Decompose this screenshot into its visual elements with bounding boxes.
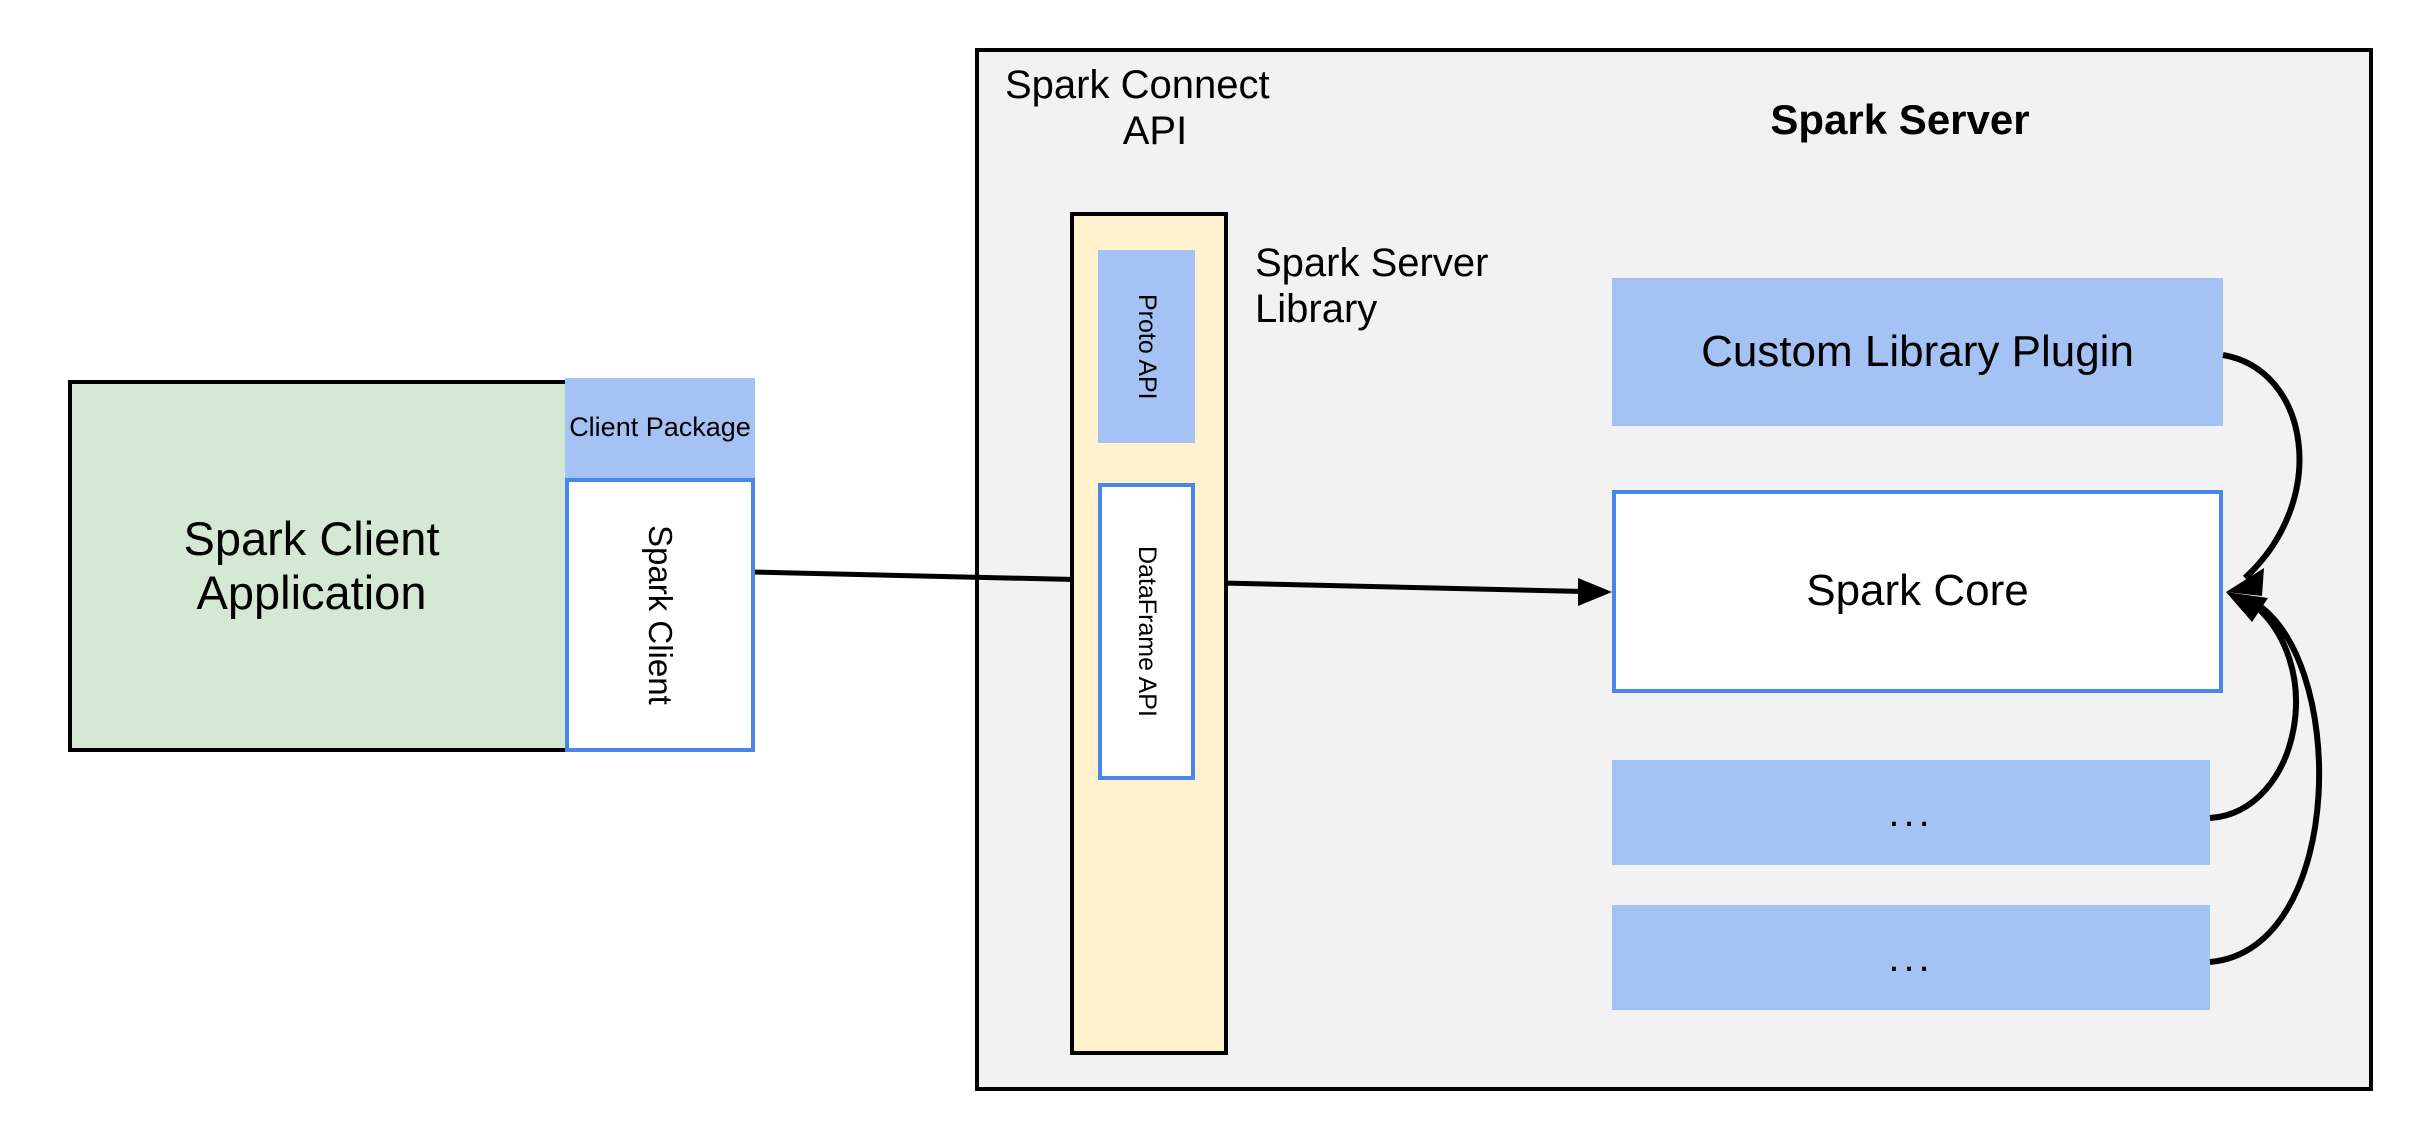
spark-server-title: Spark Server: [1770, 95, 2030, 143]
placeholder-box-1-label: ...: [1888, 790, 1934, 835]
placeholder-box-1[interactable]: ...: [1612, 760, 2210, 865]
spark-client-application-label: Spark Client Application: [183, 511, 440, 619]
client-package-box[interactable]: Client Package: [565, 378, 755, 478]
spark-client-application-box[interactable]: Spark Client Application: [68, 380, 595, 752]
spark-connect-api-label-line1: Spark Connect: [1005, 63, 1270, 107]
spark-core-label: Spark Core: [1806, 566, 2029, 616]
proto-api-label: Proto API: [1132, 293, 1161, 400]
placeholder-box-2[interactable]: ...: [1612, 905, 2210, 1010]
spark-core-box[interactable]: Spark Core: [1612, 490, 2223, 693]
spark-client-label: Spark Client: [641, 525, 679, 705]
dataframe-api-box[interactable]: DataFrame API: [1098, 483, 1195, 780]
custom-library-plugin-label: Custom Library Plugin: [1701, 326, 2134, 376]
spark-connect-api-label-line2: API: [1122, 109, 1188, 153]
proto-api-box[interactable]: Proto API: [1098, 250, 1195, 443]
spark-server-library-label-line2: Library: [1255, 287, 1378, 331]
client-package-label: Client Package: [569, 412, 751, 443]
spark-connect-api-label: Spark Connect API: [1005, 62, 1305, 172]
spark-client-box[interactable]: Spark Client: [565, 478, 755, 752]
custom-library-plugin-box[interactable]: Custom Library Plugin: [1612, 278, 2223, 426]
spark-server-library-label: Spark Server Library: [1255, 240, 1585, 360]
spark-server-library-label-line1: Spark Server: [1255, 241, 1489, 285]
dataframe-api-label: DataFrame API: [1132, 546, 1161, 717]
placeholder-box-2-label: ...: [1888, 935, 1934, 980]
